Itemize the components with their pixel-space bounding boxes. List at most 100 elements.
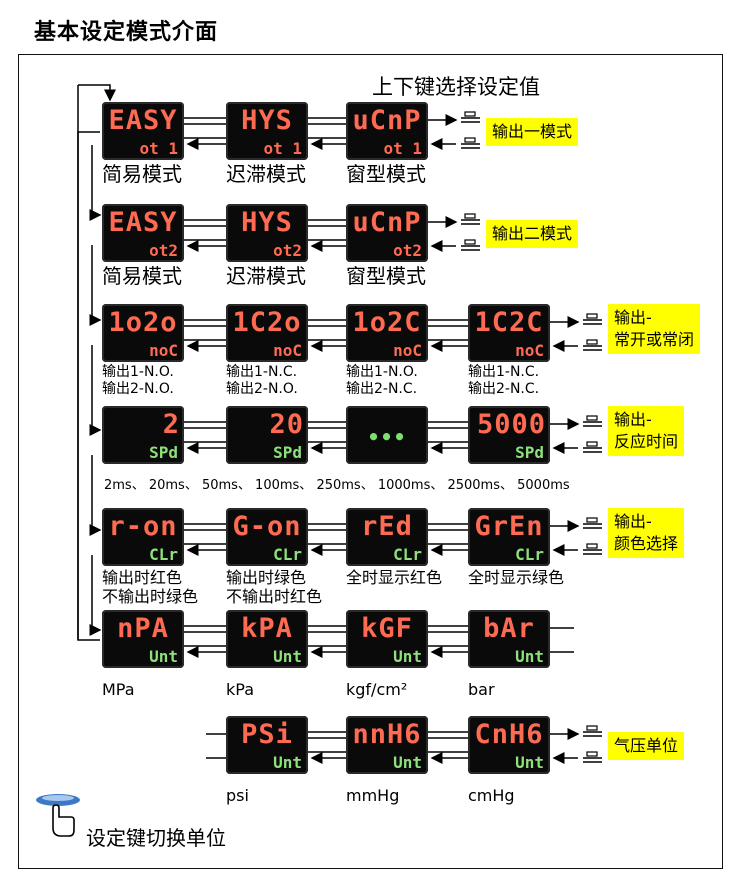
diagram-frame [18, 54, 723, 869]
display-sub-text: Unt [393, 647, 422, 666]
top-note: 上下键选择设定值 [372, 75, 540, 99]
note-row1: 输出一模式 [486, 118, 579, 146]
caption-row6-item2: kPa [226, 680, 254, 699]
caption-row3-item4: 输出1-N.C. [468, 364, 540, 380]
display-main-text: 1o2o [108, 307, 178, 338]
caption-row2-item1: 简易模式 [102, 264, 182, 288]
display-row4-item3: ••• [346, 406, 428, 464]
caption-row3-item2: 输出2-N.O. [226, 381, 298, 397]
note-line: 颜色选择 [614, 534, 679, 553]
note-line: 反应时间 [614, 432, 679, 451]
output-off-icon [582, 750, 604, 764]
output-on-icon [582, 724, 604, 738]
display-sub-text: SPd [515, 443, 544, 462]
output-on-icon [460, 110, 482, 124]
note-line: 输出- [614, 410, 652, 429]
note-line: 输出二模式 [492, 224, 573, 243]
display-main-text: 5000 [476, 409, 546, 440]
display-sub-text: noC [149, 341, 178, 360]
display-row3-item4: 1C2C noC [468, 304, 550, 362]
display-main-text: 1o2C [352, 307, 422, 338]
display-main-text: 1C2C [474, 307, 544, 338]
display-sub-text: Unt [273, 647, 302, 666]
output-off-icon [582, 542, 604, 556]
display-sub-text: Unt [393, 753, 422, 772]
display-row1-item3: uCnP ot 1 [346, 102, 428, 160]
output-off-icon [582, 338, 604, 352]
display-main-text: uCnP [352, 207, 422, 238]
display-sub-text: CLr [515, 545, 544, 564]
caption-row3-item1: 输出2-N.O. [102, 381, 174, 397]
caption-row1-item3: 窗型模式 [346, 162, 426, 186]
display-sub-text: noC [515, 341, 544, 360]
output-off-icon [460, 136, 482, 150]
caption-row6-item4: bar [468, 680, 495, 699]
note-row4: 输出- 反应时间 [608, 406, 685, 456]
display-main-text: uCnP [352, 105, 422, 136]
caption-row5-item4: 全时显示绿色 [468, 568, 565, 587]
caption-row2-item3: 窗型模式 [346, 264, 426, 288]
display-sub-text: noC [273, 341, 302, 360]
caption-row2-item2: 迟滞模式 [226, 264, 306, 288]
caption-row5-item1: 不输出时绿色 [102, 587, 199, 606]
note-row7: 气压单位 [608, 732, 685, 760]
caption-row7-item1: psi [226, 786, 249, 805]
caption-row5-item2: 输出时绿色 [226, 568, 307, 587]
caption-row3-item3: 输出1-N.O. [346, 364, 418, 380]
display-main-text: 20 [269, 409, 304, 440]
display-sub-text: ot2 [273, 241, 302, 260]
caption-row1-item1: 简易模式 [102, 162, 182, 186]
display-main-text: EASY [108, 207, 178, 238]
caption-row1-item2: 迟滞模式 [226, 162, 306, 186]
display-row2-item1: EASY ot2 [102, 204, 184, 262]
caption-row7-item2: mmHg [346, 786, 400, 805]
display-row2-item2: HYS ot2 [226, 204, 308, 262]
note-line: 气压单位 [614, 736, 679, 755]
output-off-icon [582, 440, 604, 454]
display-main-text: CnH6 [474, 719, 544, 750]
display-sub-text: CLr [149, 545, 178, 564]
display-main-text: EASY [108, 105, 178, 136]
caption-row5-item2: 不输出时红色 [226, 587, 323, 606]
response-time-values: 2ms、 20ms、 50ms、 100ms、 250ms、 1000ms、 2… [104, 478, 570, 493]
caption-row3-item2: 输出1-N.C. [226, 364, 298, 380]
display-main-text: rEd [361, 511, 413, 542]
note-line: 常开或常闭 [614, 330, 695, 349]
output-on-icon [582, 312, 604, 326]
display-sub-text: ot 1 [383, 139, 422, 158]
display-main-text: nnH6 [352, 719, 422, 750]
note-line: 输出- [614, 308, 652, 327]
display-main-text: 2 [162, 409, 180, 440]
display-main-text: HYS [241, 207, 293, 238]
set-button-hand-icon [34, 790, 84, 840]
caption-row6-item1: MPa [102, 680, 135, 699]
note-line: 输出- [614, 512, 652, 531]
display-main-text: ••• [367, 425, 407, 449]
display-main-text: GrEn [474, 511, 544, 542]
caption-row6-item3: kgf/cm² [346, 680, 408, 699]
caption-row7-item3: cmHg [468, 786, 515, 805]
display-main-text: bAr [483, 613, 535, 644]
note-row2: 输出二模式 [486, 220, 579, 248]
display-sub-text: ot2 [149, 241, 178, 260]
display-sub-text: Unt [149, 647, 178, 666]
caption-row5-item1: 输出时红色 [102, 568, 183, 587]
display-main-text: PSi [241, 719, 293, 750]
